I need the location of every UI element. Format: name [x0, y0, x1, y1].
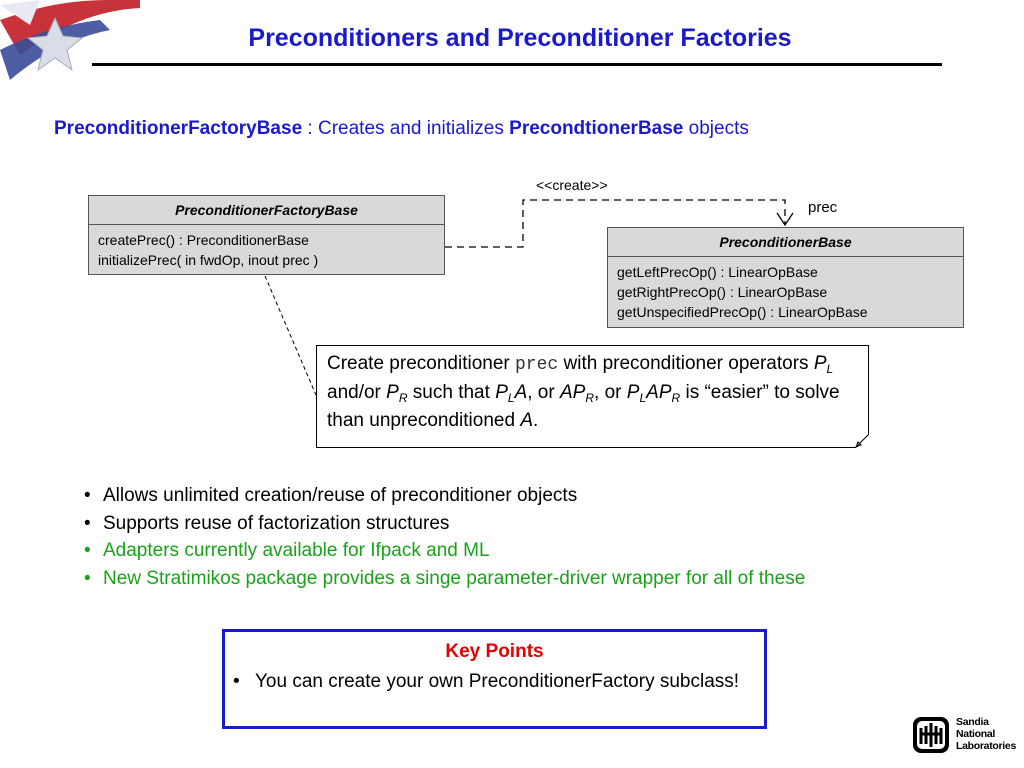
uml-note: Create preconditioner prec with precondi… — [316, 345, 869, 448]
key-points-box: Key Points • You can create your own Pre… — [222, 629, 767, 729]
bullet-glyph: • — [84, 512, 91, 534]
class-name: PreconditionerFactoryBase — [89, 196, 444, 225]
method-get-left-prec-op: getLeftPrecOp() : LinearOpBase — [617, 264, 818, 280]
bullet-glyph: • — [84, 485, 91, 506]
class-name: PreconditionerBase — [608, 228, 963, 257]
preconditioner-base-class: PreconditionerBase getLeftPrecOp() : Lin… — [607, 227, 964, 328]
key-points-title: Key Points — [445, 641, 544, 662]
corner-star-swoosh-icon — [0, 0, 140, 80]
subtitle-class-base: PrecondtionerBase — [509, 118, 684, 139]
note-anchor-line — [264, 275, 317, 396]
method-initialize-prec: initializePrec( in fwdOp, inout prec ) — [98, 252, 319, 268]
sandia-thunderbird-icon — [913, 717, 949, 753]
bullet-item: •New Stratimikos package provides a sing… — [84, 565, 805, 593]
bullet-item: •Supports reuse of factorization structu… — [84, 510, 805, 538]
subtitle: PreconditionerFactoryBase : Creates and … — [54, 118, 749, 140]
create-dependency-arrowhead — [776, 212, 794, 227]
bullet-glyph: • — [84, 567, 91, 589]
bullet-glyph: • — [84, 540, 91, 561]
bullet-item: •Allows unlimited creation/reuse of prec… — [84, 482, 805, 510]
create-stereotype-label: <<create>> — [536, 177, 608, 193]
class-methods: createPrec() : PreconditionerBase initia… — [89, 225, 444, 275]
sandia-logo: Sandia National Laboratories — [912, 716, 1016, 760]
sandia-wordmark: Sandia National Laboratories — [956, 716, 1016, 752]
method-create-prec: createPrec() : PreconditionerBase — [98, 232, 309, 248]
key-point-item: • You can create your own Preconditioner… — [233, 668, 764, 695]
title-underline — [92, 63, 942, 66]
subtitle-class-factory: PreconditionerFactoryBase — [54, 118, 303, 139]
subtitle-text-1: : Creates and initializes — [302, 118, 510, 139]
code-prec: prec — [515, 355, 559, 375]
method-get-unspecified-prec-op: getUnspecifiedPrecOp() : LinearOpBase — [617, 304, 868, 320]
bullet-item: •Adapters currently available for Ifpack… — [84, 537, 805, 565]
class-methods: getLeftPrecOp() : LinearOpBase getRightP… — [608, 257, 963, 327]
preconditioner-factory-base-class: PreconditionerFactoryBase createPrec() :… — [88, 195, 445, 275]
page-title: Preconditioners and Preconditioner Facto… — [248, 24, 792, 52]
subtitle-text-2: objects — [683, 118, 749, 139]
method-get-right-prec-op: getRightPrecOp() : LinearOpBase — [617, 284, 828, 300]
note-fold-corner-icon — [855, 434, 869, 448]
bullet-glyph: • — [233, 671, 240, 692]
prec-role-label: prec — [808, 199, 838, 216]
bullet-list: •Allows unlimited creation/reuse of prec… — [84, 482, 805, 592]
